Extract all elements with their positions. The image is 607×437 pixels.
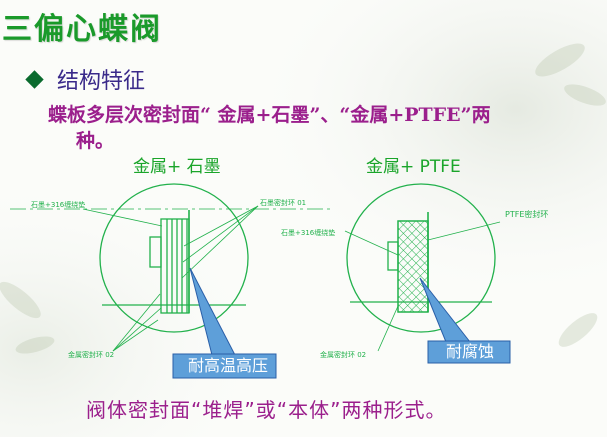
left-label-metal-ring: 金属密封环 02 bbox=[68, 350, 114, 359]
slide-title: 三偏心蝶阀 bbox=[2, 12, 162, 47]
left-label-gasket: 石墨+316缠绕垫 bbox=[31, 200, 85, 209]
right-circle bbox=[346, 183, 496, 333]
footer-text: 阀体密封面“堆焊”或“本体”两种形式。 bbox=[86, 398, 447, 422]
left-callout-pointer bbox=[189, 267, 236, 356]
description-line-1: 蝶板多层次密封面“ 金属+石墨”、“金属+PTFE”两 bbox=[48, 104, 491, 126]
left-label-graphite-ring: 石墨密封环 01 bbox=[260, 198, 306, 207]
right-callout-text: 耐腐蚀 bbox=[446, 342, 495, 361]
left-figure-heading: 金属+ 石墨 bbox=[133, 157, 221, 177]
left-seal-diagram bbox=[10, 183, 330, 352]
description-line-2: 种。 bbox=[76, 130, 115, 152]
right-figure-heading: 金属+ PTFE bbox=[366, 157, 461, 177]
left-seal-stack bbox=[160, 218, 190, 314]
left-circle bbox=[99, 183, 249, 333]
left-callout-box bbox=[172, 353, 277, 379]
bullet-row: 结构特征 bbox=[25, 63, 146, 95]
left-callout-text: 耐高温高压 bbox=[188, 356, 269, 375]
right-label-metal-ring: 金属密封环 02 bbox=[320, 350, 366, 359]
right-seal-diagram bbox=[344, 183, 501, 352]
description: 蝶板多层次密封面“ 金属+石墨”、“金属+PTFE”两 种。 bbox=[48, 102, 603, 154]
right-callout-box bbox=[427, 340, 511, 364]
right-label-gasket: 石墨+316缠绕垫 bbox=[281, 228, 335, 237]
right-label-ptfe-ring: PTFE密封环 bbox=[505, 209, 548, 219]
left-inner-block bbox=[149, 236, 162, 268]
leaf-decoration-icon bbox=[0, 43, 606, 354]
right-inner-block bbox=[387, 241, 399, 271]
bullet-heading: 结构特征 bbox=[57, 69, 146, 94]
